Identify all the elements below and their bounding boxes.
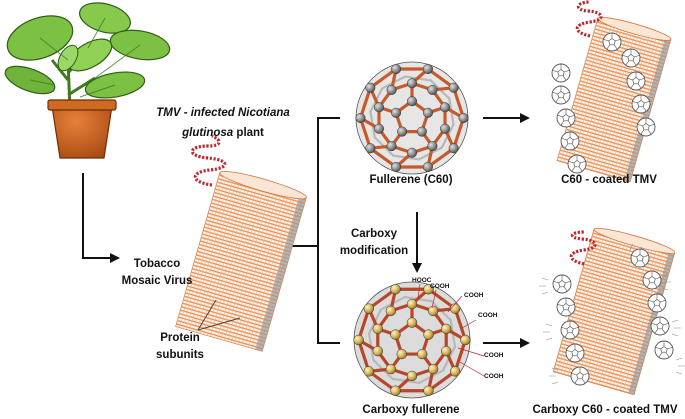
carbon-atom bbox=[423, 329, 434, 340]
carbon-atom bbox=[423, 385, 434, 396]
carbon-atom bbox=[406, 298, 418, 310]
carbon-atom bbox=[427, 363, 439, 375]
plant-caption-line1: TMV - infected Nicotiana bbox=[156, 107, 290, 119]
carbon-atom bbox=[406, 317, 418, 328]
carbon-atom bbox=[440, 123, 451, 134]
carbon-atom bbox=[386, 84, 397, 95]
cooh-group-label-2: COOH bbox=[464, 292, 484, 299]
carboxy-modification-label: Carboxy modification bbox=[334, 226, 414, 260]
carboxy-c60-coated-tmv-label: Carboxy C60 - coated TMV bbox=[532, 404, 678, 416]
carbon-atom bbox=[390, 284, 401, 295]
carbon-atom bbox=[391, 63, 402, 75]
carbon-atom bbox=[441, 323, 452, 335]
carbon-atom bbox=[363, 366, 375, 377]
protein-pointer-lines bbox=[197, 299, 241, 331]
carbon-atom bbox=[365, 143, 376, 154]
carbon-atom bbox=[422, 63, 433, 75]
carboxy-group-lines bbox=[417, 283, 485, 377]
nicotiana-plant-illustration bbox=[4, 2, 171, 159]
arrowhead-to-carboxy-fullerene bbox=[412, 263, 422, 273]
carbon-atom bbox=[355, 112, 366, 124]
carbon-atom bbox=[397, 126, 408, 137]
carbon-atom bbox=[372, 345, 383, 357]
carbon-atom bbox=[406, 78, 418, 89]
carbon-atom bbox=[390, 385, 401, 396]
cooh-group-label-3: COOH bbox=[478, 312, 498, 319]
protein-subunits-label: Protein subunits bbox=[148, 330, 212, 364]
carbon-atom bbox=[448, 143, 459, 154]
protein-label-line2: subunits bbox=[156, 349, 204, 361]
carbon-atom bbox=[363, 303, 375, 314]
virus-label: Tobacco Mosaic Virus bbox=[118, 256, 196, 290]
arrowhead-to-virus bbox=[110, 253, 120, 263]
c60-coated-tmv-rod bbox=[551, 0, 672, 183]
modification-label-line1: Carboxy bbox=[350, 228, 398, 240]
carbon-atom bbox=[422, 107, 433, 118]
carbon-atom bbox=[441, 345, 452, 357]
fullerene-label: Fullerene (C60) bbox=[369, 174, 453, 186]
carbon-atom bbox=[423, 284, 434, 295]
hooc-group-label: HOOC bbox=[412, 277, 432, 284]
modification-label-line2: modification bbox=[339, 245, 409, 257]
carbon-atom bbox=[386, 141, 397, 152]
virus-label-line1: Tobacco bbox=[133, 258, 181, 270]
plant-caption: TMV - infected Nicotiana glutinosa plant bbox=[128, 103, 318, 143]
cooh-group-label-1: COOH bbox=[430, 283, 450, 290]
carbon-atom bbox=[353, 334, 364, 346]
carbon-atom bbox=[416, 126, 427, 137]
carbon-atom bbox=[406, 147, 418, 158]
carbon-atom bbox=[385, 305, 397, 317]
carbon-atom bbox=[458, 112, 469, 124]
tobacco-mosaic-virus-rod bbox=[175, 171, 307, 352]
carboxy-fullerene-label: Carboxy fullerene bbox=[362, 404, 460, 416]
protein-label-line1: Protein bbox=[160, 332, 200, 344]
carbon-atom bbox=[385, 363, 397, 375]
carbon-atom bbox=[427, 305, 439, 317]
carbon-atom bbox=[373, 123, 384, 134]
carbon-atom bbox=[422, 161, 433, 173]
arrowhead-to-coated-tmv bbox=[520, 113, 530, 123]
carbon-atom bbox=[390, 329, 401, 340]
carbon-atom bbox=[372, 323, 383, 335]
cooh-group-label-4: COOH bbox=[484, 352, 504, 359]
carbon-atom bbox=[448, 82, 459, 93]
carbon-atom bbox=[427, 141, 438, 152]
carbon-atom bbox=[449, 366, 461, 377]
plant-caption-suffix: plant bbox=[233, 127, 264, 139]
carbon-atom bbox=[373, 102, 384, 113]
cooh-group-label-5: COOH bbox=[484, 373, 504, 380]
virus-label-line2: Mosaic Virus bbox=[121, 275, 193, 287]
carboxy-c60-coated-tmv-rod bbox=[539, 227, 685, 396]
carbon-atom bbox=[417, 348, 428, 360]
c60-coated-tmv-label: C60 - coated TMV bbox=[561, 174, 657, 186]
carboxy-fullerene-molecule bbox=[353, 281, 471, 399]
carbon-atom bbox=[406, 370, 418, 382]
carbon-atom bbox=[449, 303, 461, 314]
arrowheads bbox=[110, 113, 530, 348]
carbon-atom bbox=[391, 107, 402, 118]
carbon-atom bbox=[460, 334, 471, 346]
arrowhead-to-carboxy-coated-tmv bbox=[520, 338, 530, 348]
carbon-atom bbox=[440, 102, 451, 113]
plant-caption-species: glutinosa bbox=[182, 127, 234, 139]
carbon-atom bbox=[406, 96, 418, 107]
carbon-atom bbox=[391, 161, 402, 173]
rna-helix-center bbox=[190, 134, 227, 187]
carbon-atom bbox=[396, 348, 407, 360]
carbon-atom bbox=[365, 82, 376, 93]
carbon-atom bbox=[427, 84, 438, 95]
fullerene-c60-molecule bbox=[355, 61, 469, 175]
